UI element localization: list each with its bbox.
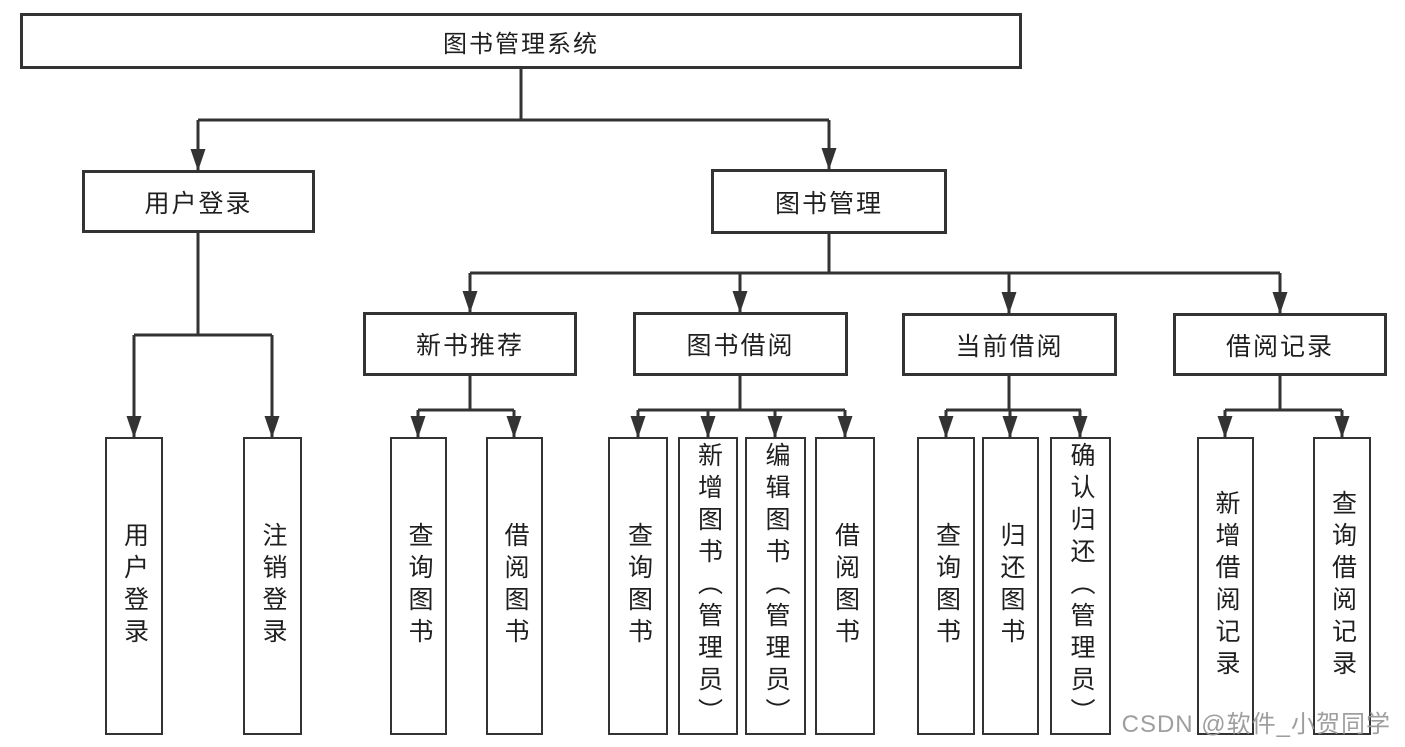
leaf-user-login: 用户登录: [105, 437, 163, 735]
leaf-query-books-current: 查询图书: [917, 437, 975, 735]
leaf-query-books-borrow: 查询图书: [608, 437, 668, 735]
node-book-borrowing: 图书借阅: [633, 312, 848, 376]
connector-arrows: [126, 120, 1350, 438]
node-borrowing-records: 借阅记录: [1173, 313, 1387, 376]
leaf-logout: 注销登录: [243, 437, 302, 735]
node-new-book-recommendation: 新书推荐: [363, 312, 577, 376]
node-current-borrowing: 当前借阅: [902, 313, 1117, 376]
leaf-confirm-return-admin: 确认归还（管理员）: [1050, 437, 1111, 735]
node-user-login-branch: 用户登录: [82, 170, 315, 233]
node-book-management-branch: 图书管理: [711, 169, 947, 234]
leaf-borrow-books-recommend: 借阅图书: [486, 437, 543, 735]
node-book-management-system: 图书管理系统: [20, 13, 1022, 69]
connector-segments: [134, 69, 1342, 412]
leaf-query-books-recommend: 查询图书: [390, 437, 447, 735]
leaf-query-borrow-record: 查询借阅记录: [1313, 437, 1371, 735]
leaf-borrow-books: 借阅图书: [815, 437, 875, 735]
leaf-add-borrow-record: 新增借阅记录: [1197, 437, 1254, 735]
leaf-return-book: 归还图书: [982, 437, 1039, 735]
leaf-edit-book-admin: 编辑图书（管理员）: [745, 437, 806, 735]
leaf-add-book-admin: 新增图书（管理员）: [678, 437, 738, 735]
csdn-watermark: CSDN @软件_小贺同学: [1121, 711, 1391, 738]
